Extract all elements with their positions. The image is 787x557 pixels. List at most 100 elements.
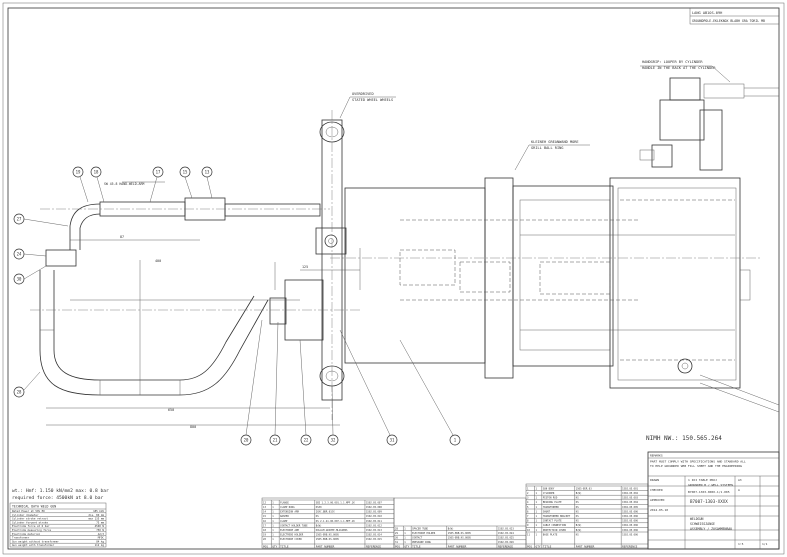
svg-text:PART MUST COMPLY WITH SPECIFIC: PART MUST COMPLY WITH SPECIFICATIONS AND… [650,460,746,464]
bom-cell: 1 [272,538,274,541]
svg-text:125: 125 [302,265,308,269]
bom-cell: CABLE CONNECTION [543,524,567,527]
tech-row-label: Electrode force at 6 bar [12,524,50,528]
svg-text:STATED WHEEL WHEELS: STATED WHEEL WHEELS [352,98,393,102]
bom-cell: 1 [272,511,274,514]
bom-cell: KS [576,497,579,500]
bom-cell: 1 [536,533,538,536]
bom-cell: 1502.05.001 [622,487,638,490]
bom-header-cell: POS [263,544,268,548]
svg-text:87: 87 [120,235,124,239]
svg-text:22: 22 [304,438,309,443]
bom-cell: 1502.05.023 [498,527,514,530]
bom-cell: KS [316,515,319,518]
top-title-block: LANG AB1OS-09H GROUNDPOLE-EKLEKNOX BLABH… [689,7,780,25]
format-value: A3 [738,478,742,482]
bom-cell: 1 [404,537,406,540]
bom-cell: TRANSFORMER BRACKET [543,515,571,518]
tech-row-label: Gun weight without transformer [12,539,59,543]
bom-cell: KS 2.1.41.00.007.1.1.MPF.1K [316,520,355,523]
bom-cell: 14 [263,511,266,514]
dimensions: 650 800 400 125 87 [46,235,361,429]
balloon-20: 20 [240,319,263,446]
bom-header-cell: REFERENCE [498,544,513,548]
svg-text:GROUNDEN B / WELL SYSTEMS: GROUNDEN B / WELL SYSTEMS [688,483,733,487]
tech-row-value: A2/3 [98,532,105,536]
bom-cell: 1505-B9B.KS.0005 [448,537,472,540]
balloon-28: 28 [13,371,41,398]
svg-text:17: 17 [156,170,161,175]
svg-text:SW 45.8 HAND-WELD-ARM: SW 45.8 HAND-WELD-ARM [104,182,144,186]
bom-cell: 1 [272,520,274,523]
bom-cell: 1505-B9B.KS.0005 [448,532,472,535]
bom-cell: SHUNT [543,510,551,513]
bom-cell: CYLINDER [543,492,555,495]
bom-cell: 6 [527,510,529,513]
bom-cell: 1 [536,520,538,523]
svg-text:800: 800 [190,425,196,429]
bom-cell: 1502.05.003 [622,497,638,500]
balloon-30: 30 [13,265,47,285]
bom-cell: 10 [527,529,530,532]
cylinder-note-line2: HANDLE IN THE BACK AT THE CYLINDER [642,66,716,70]
bom-header-cell: PART NUMBER [448,544,467,548]
upper-electrode-arm: SW 45.8 HAND-WELD-ARM [40,181,330,267]
bom-cell: 1502.05.006 [622,524,638,527]
balloon-32: 32 [327,385,339,446]
tech-row-label: Cylinder stroke retract [12,517,48,521]
wheel-callout: OVERDRIVED STATED WHEEL WHEELS [339,92,396,119]
bom-cell: 12 [263,501,266,504]
svg-text:400: 400 [155,259,161,263]
tech-table-title: TECHNICAL DATA WELD GUN [12,505,56,509]
tech-row-label: Transformer [12,536,30,540]
tech-row-label: Cylinder diameter [12,513,39,517]
sheet-value: 1/1 [762,542,768,546]
bom-cell: 16 [263,520,266,523]
svg-text:27: 27 [17,217,22,222]
bom-cell: 29 [395,532,398,535]
bom-header-cell: PART NUMBER [576,544,595,548]
bom-cell: 1 [536,501,538,504]
balloon-18: 18 [90,166,105,203]
balloon-22: 22 [299,339,312,446]
balloon-1: 1 [399,339,461,446]
bom-cell: B(W) [576,492,582,495]
svg-text:WELDGUN: WELDGUN [690,517,704,521]
bom-cell: 1502.05.024 [498,532,514,535]
bom-cell: 1 [536,529,538,532]
title-block: REMARKS PART MUST COMPLY WITH SPECIFICAT… [647,451,780,550]
balloon-21: 21 [269,321,281,446]
bom-cell: ELECTRODE HOLDER [280,534,304,537]
tech-row-value: 750 N [96,528,104,532]
bom-cell: 1 [527,487,529,490]
bom-cell: 9 [527,524,529,527]
bom-cell: 20 [263,538,266,541]
bom-cell: GUN BODY [543,487,555,490]
remarks-label: REMARKS [650,454,663,458]
svg-text:ASSEMBLY / ZUSAMMENBAU: ASSEMBLY / ZUSAMMENBAU [690,527,732,531]
bom-cell: B(W) [448,527,454,530]
bom-cell: 1502.05.025 [498,537,514,540]
bom-cell: 28 [395,527,398,530]
bom-cell: 2 [527,492,529,495]
bom-cell: 1502.05.014 [366,534,382,537]
cylinder-callout: HANDGRIP: LOUPER BY CYLINDER HANDLE IN T… [640,60,731,83]
balloon-27: 27 [13,213,69,227]
bom-cell: 1 [536,524,538,527]
tech-row-value: 185 kVA [93,509,104,513]
bom-cell: 4 [527,501,529,504]
bom-header-cell: REFERENCE [366,544,381,548]
bom-cell: 1 [272,534,274,537]
bom-header-cell: QTY [404,544,409,548]
svg-text:13: 13 [205,170,210,175]
bom-cell: 30 [395,537,398,540]
bom-cell: 1502.05.012 [366,524,382,527]
balloon-15: 15 [179,166,193,199]
bom-cell: 5 [527,506,529,509]
balloon-24: 24 [13,248,47,260]
balloon-17: 17 [149,166,164,203]
svg-text:20: 20 [244,438,249,443]
bom-cell: FLANGE [280,501,289,504]
bom-cell: 1 [536,510,538,513]
